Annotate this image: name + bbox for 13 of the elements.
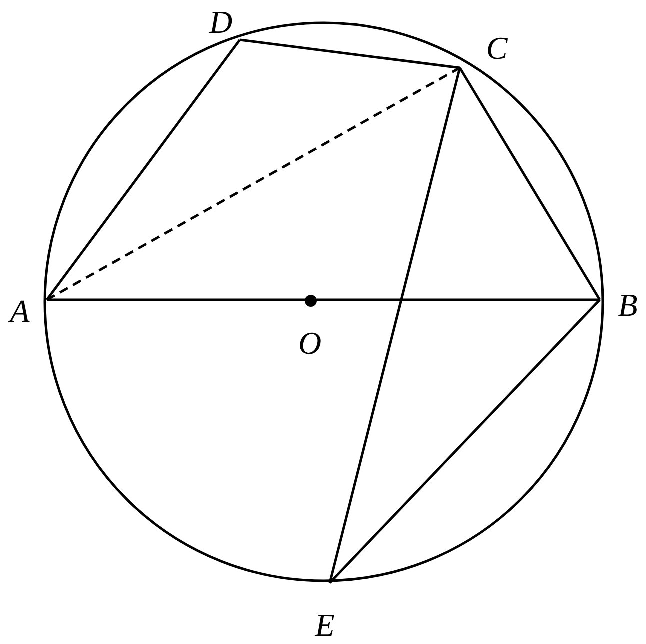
point-label: B	[618, 289, 638, 321]
line-segment	[458, 67, 602, 301]
line-segment	[328, 68, 462, 584]
point-label: A	[10, 295, 30, 327]
point-label: D	[209, 6, 233, 38]
dashed-line	[46, 66, 461, 302]
point-label: E	[315, 609, 335, 641]
point-label: C	[486, 32, 508, 64]
line-segment	[46, 39, 241, 301]
line-segment	[240, 38, 460, 70]
line-segment	[329, 299, 601, 584]
line-segment	[47, 298, 600, 302]
point-label: O	[298, 327, 322, 359]
